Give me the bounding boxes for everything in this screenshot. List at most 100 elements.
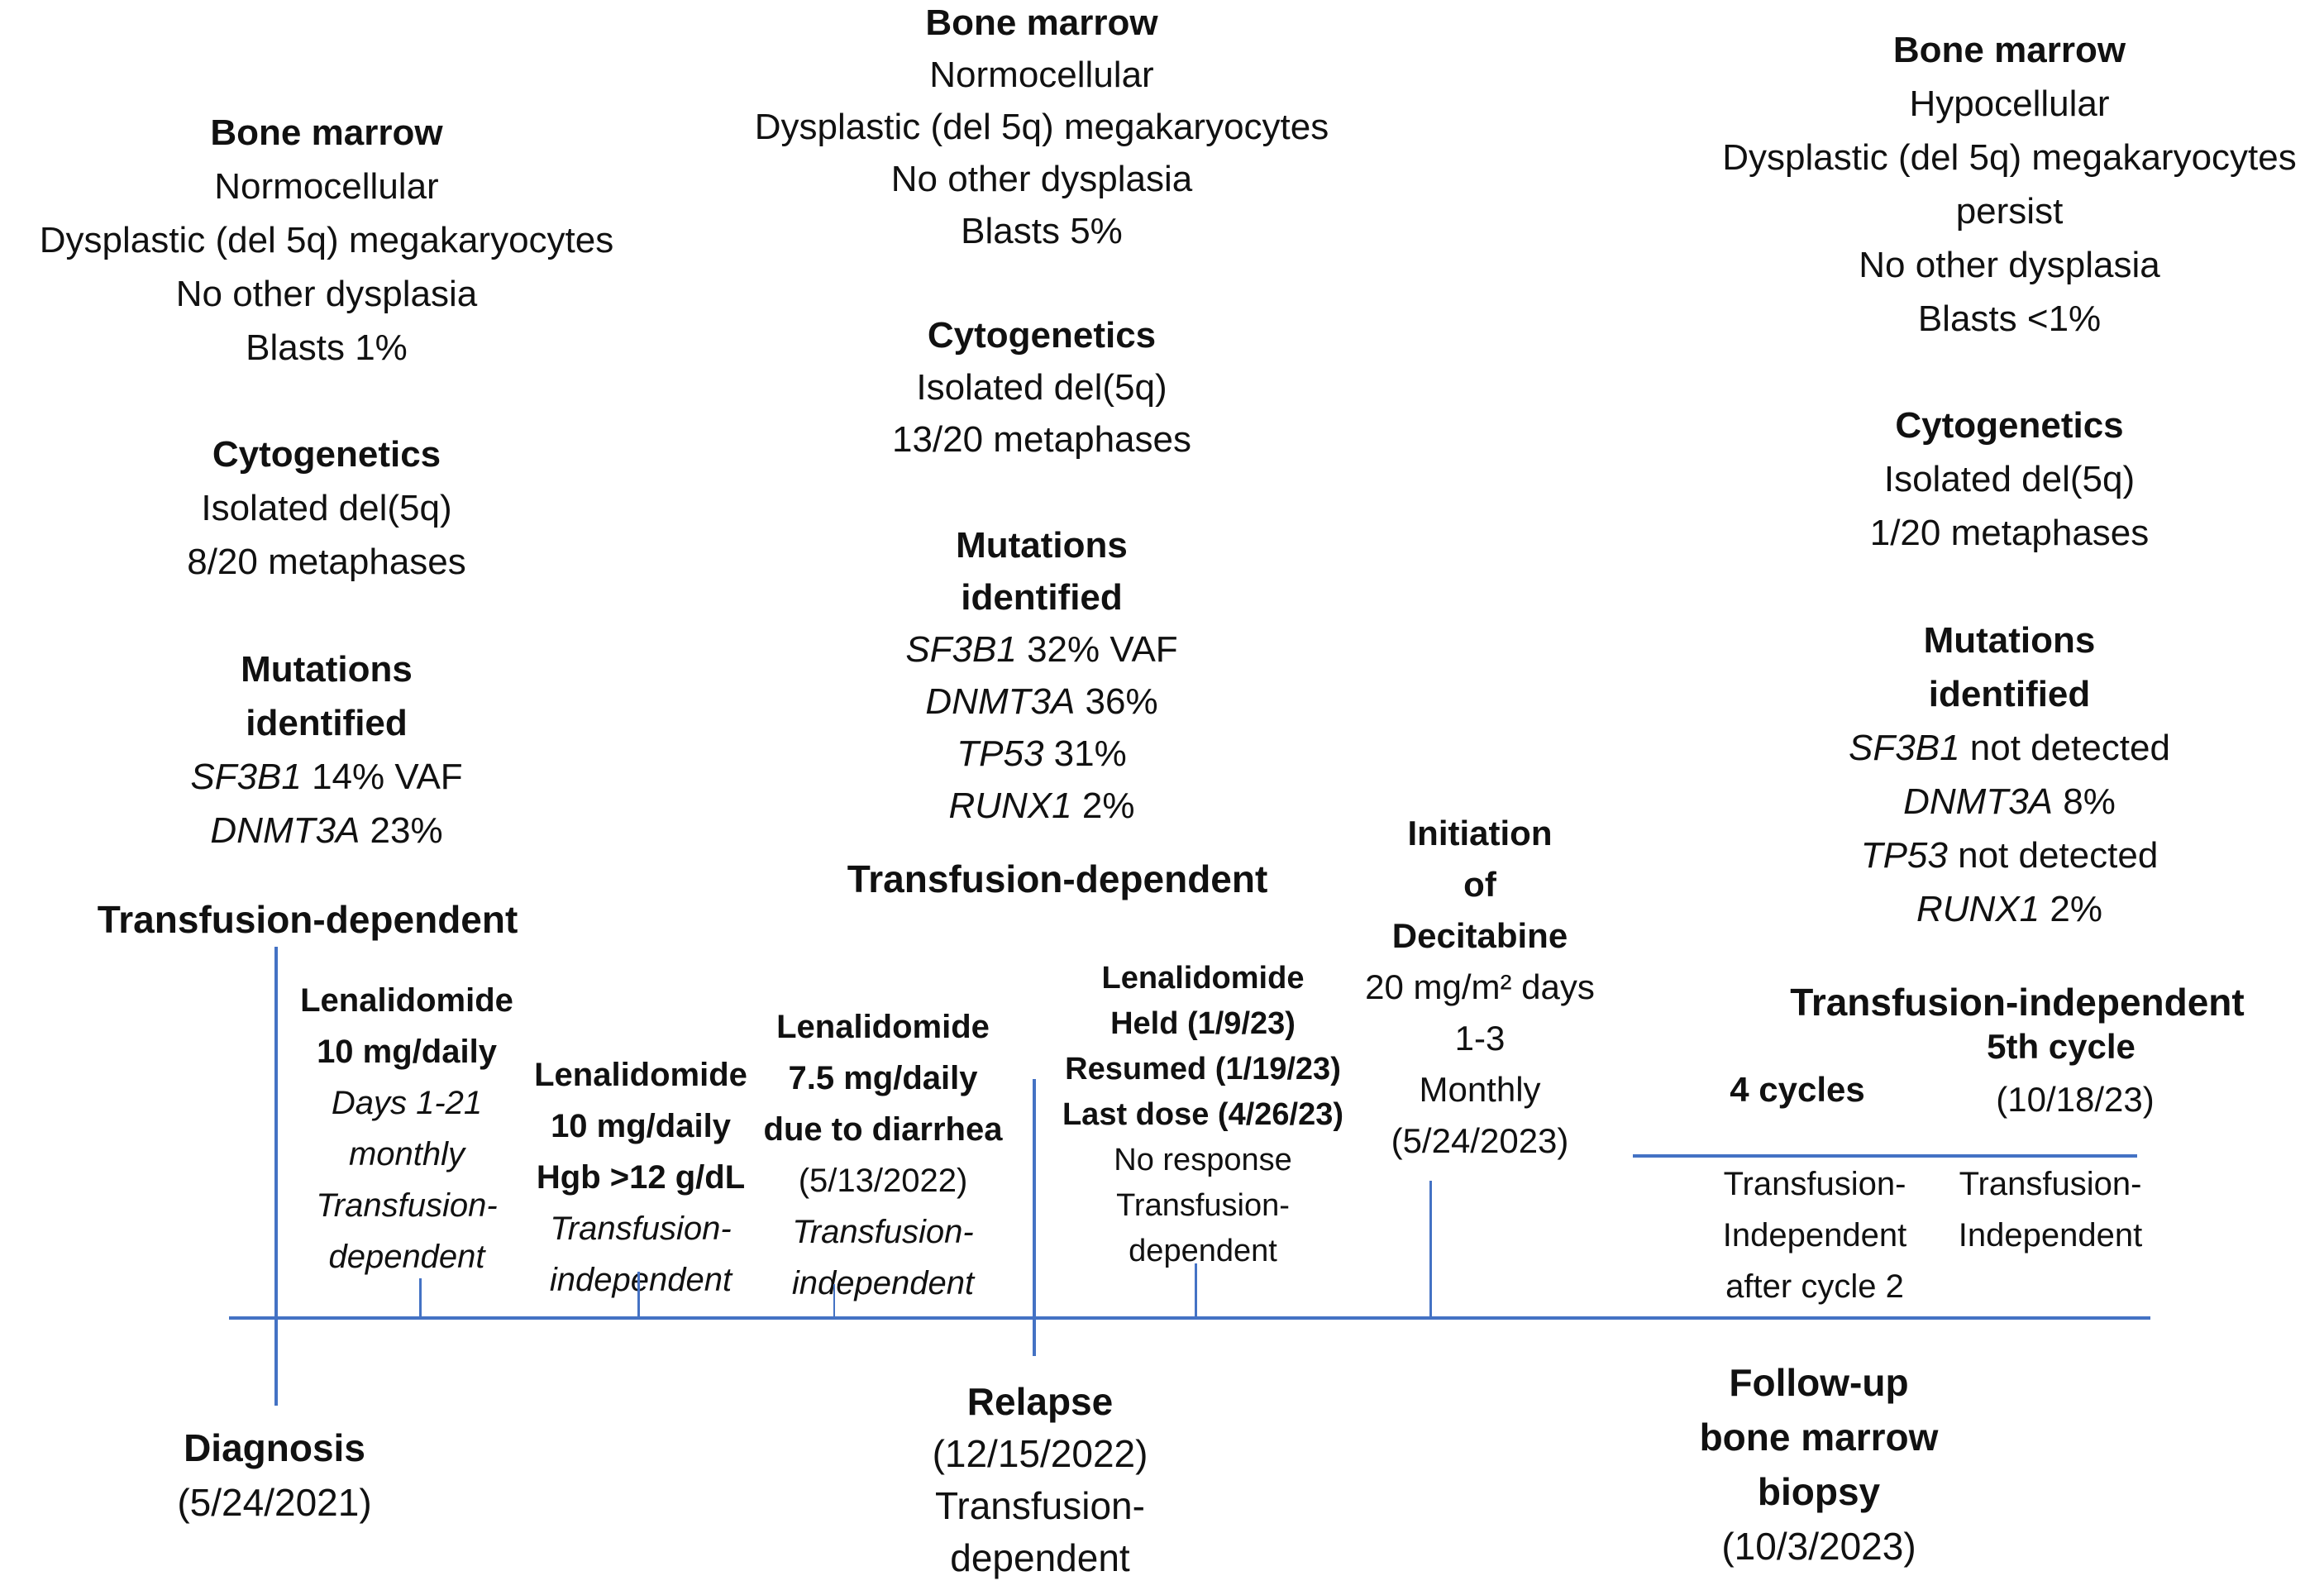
event-date: (12/15/2022) <box>932 1432 1148 1475</box>
bone-marrow-line: Normocellular <box>214 166 439 207</box>
treatment-line: Decitabine <box>1391 916 1568 955</box>
event-date: (5/24/2021) <box>177 1481 372 1524</box>
treatment-line: independent <box>791 1265 975 1301</box>
treatment-line: Transfusion- <box>550 1211 732 1247</box>
followup-mutations-block: Mutations identified SF3B1 not detected … <box>1695 614 2324 936</box>
fifth-cycle-text: 5th cycle <box>1987 1027 2136 1066</box>
bone-marrow-line: Dysplastic (del 5q) megakaryocytes <box>39 220 614 260</box>
mutations-title: Mutations <box>956 525 1128 566</box>
status-text: Transfusion-dependent <box>97 898 518 941</box>
timeline-axis <box>229 1316 2150 1320</box>
status-text: Transfusion-dependent <box>847 857 1268 900</box>
cytogenetics-title: Cytogenetics <box>1895 405 2124 446</box>
diagnosis-bone-marrow-block: Bone marrow Normocellular Dysplastic (de… <box>0 106 653 375</box>
diagnosis-marker-line <box>274 947 278 1406</box>
cytogenetics-line: 1/20 metaphases <box>1869 513 2150 553</box>
gene-name: DNMT3A <box>925 681 1076 722</box>
gene-name: SF3B1 <box>905 629 1017 670</box>
treatment-line: 7.5 mg/daily <box>788 1060 978 1096</box>
lenalidomide-stop-tick <box>1195 1263 1197 1318</box>
treatment-line: Transfusion- <box>792 1214 974 1250</box>
treatment-line: Transfusion- <box>316 1187 498 1224</box>
mutation-entry: DNMT3A 8% <box>1695 775 2324 829</box>
treatment-line: Lenalidomide <box>1101 961 1305 996</box>
treatment-line: Initiation <box>1407 814 1553 852</box>
bone-marrow-title: Bone marrow <box>1892 30 2126 70</box>
treatment-line: Last dose (4/26/23) <box>1062 1097 1344 1132</box>
bone-marrow-title: Bone marrow <box>925 2 1158 43</box>
mutations-title: Mutations <box>241 649 413 690</box>
lenalidomide-stop-block: Lenalidomide Held (1/9/23) Resumed (1/19… <box>1038 956 1368 1274</box>
treatment-line: dependent <box>1129 1234 1277 1268</box>
relapse-status-heading: Transfusion-dependent <box>768 854 1347 904</box>
bone-marrow-line: Blasts 1% <box>246 327 408 368</box>
event-date: (10/3/2023) <box>1721 1525 1916 1568</box>
mutation-entry: SF3B1 14% VAF <box>0 750 653 804</box>
bone-marrow-line: Normocellular <box>929 55 1154 95</box>
gene-value: 14% VAF <box>301 757 463 797</box>
decitabine-marker-line <box>1429 1181 1432 1318</box>
lenalidomide-reduced-block: Lenalidomide 7.5 mg/daily due to diarrhe… <box>742 1001 1024 1309</box>
diagnosis-status-heading: Transfusion-dependent <box>0 895 615 944</box>
bone-marrow-line: Blasts 5% <box>961 211 1123 251</box>
treatment-line: Resumed (1/19/23) <box>1065 1052 1341 1086</box>
treatment-line: (5/24/2023) <box>1391 1121 1569 1160</box>
response-line: Independent <box>1958 1217 2143 1254</box>
treatment-line: Lenalidomide <box>776 1009 990 1045</box>
event-title: Follow-up <box>1729 1361 1909 1404</box>
mutations-title: identified <box>1928 674 2091 714</box>
treatment-line: No response <box>1114 1143 1292 1177</box>
gene-value: not detected <box>1947 835 2159 876</box>
cytogenetics-line: 13/20 metaphases <box>891 419 1192 460</box>
bone-marrow-line: Dysplastic (del 5q) megakaryocytes <box>1722 137 2297 178</box>
lenalidomide-response-block: Lenalidomide 10 mg/daily Hgb >12 g/dL Tr… <box>517 1049 765 1306</box>
response-line: after cycle 2 <box>1725 1268 1904 1305</box>
treatment-line: Transfusion- <box>1116 1188 1290 1223</box>
mutation-entry: TP53 not detected <box>1695 829 2324 882</box>
followup-bone-marrow-block: Bone marrow Hypocellular Dysplastic (del… <box>1695 23 2324 346</box>
treatment-line: due to diarrhea <box>763 1111 1003 1148</box>
gene-value: not detected <box>1959 728 2170 768</box>
treatment-line: dependent <box>328 1239 485 1275</box>
mutation-entry: DNMT3A 23% <box>0 804 653 857</box>
treatment-line: 1-3 <box>1454 1019 1506 1058</box>
fifth-cycle-date-text: (10/18/23) <box>1996 1080 2155 1119</box>
response-line: Independent <box>1722 1217 1907 1254</box>
status-text: Transfusion-independent <box>1790 981 2245 1024</box>
bone-marrow-line: persist <box>1955 191 2064 232</box>
lenalidomide-response-tick <box>637 1272 640 1318</box>
treatment-line: Monthly <box>1419 1070 1541 1109</box>
gene-name: SF3B1 <box>190 757 302 797</box>
mutation-entry: RUNX1 2% <box>728 780 1356 832</box>
cytogenetics-title: Cytogenetics <box>927 315 1157 356</box>
gene-name: TP53 <box>1860 835 1948 876</box>
diagnosis-cytogenetics-block: Cytogenetics Isolated del(5q) 8/20 metap… <box>0 427 653 589</box>
four-cycles-text: 4 cycles <box>1730 1070 1865 1109</box>
treatment-line: Hgb >12 g/dL <box>536 1159 746 1196</box>
mutations-title: identified <box>961 577 1123 618</box>
bone-marrow-line: No other dysplasia <box>1859 245 2160 285</box>
relapse-marker-line <box>1033 1079 1036 1356</box>
treatment-line: Lenalidomide <box>300 982 513 1019</box>
gene-value: 36% <box>1075 681 1158 722</box>
cytogenetics-line: 8/20 metaphases <box>187 542 466 582</box>
treatment-line: 10 mg/daily <box>317 1034 497 1070</box>
bone-marrow-line: Blasts <1% <box>1917 298 2102 339</box>
gene-name: SF3B1 <box>1849 728 1960 768</box>
event-title: Relapse <box>966 1380 1114 1423</box>
mutation-entry: SF3B1 32% VAF <box>728 623 1356 676</box>
lenalidomide-reduced-tick <box>833 1284 835 1318</box>
mutations-title: Mutations <box>1923 620 2096 661</box>
cytogenetics-title: Cytogenetics <box>212 434 441 475</box>
response-fifth-cycle-block: Transfusion- Independent <box>1926 1158 2174 1261</box>
event-title: bone marrow <box>1699 1416 1939 1459</box>
gene-name: RUNX1 <box>948 786 1072 826</box>
diagnosis-event-block: Diagnosis (5/24/2021) <box>109 1421 440 1530</box>
mutation-entry: SF3B1 not detected <box>1695 721 2324 775</box>
diagnosis-mutations-block: Mutations identified SF3B1 14% VAF DNMT3… <box>0 642 653 857</box>
gene-name: DNMT3A <box>1903 781 2054 822</box>
treatment-line: independent <box>549 1262 733 1298</box>
fifth-cycle-date: (10/18/23) <box>1951 1078 2199 1121</box>
relapse-cytogenetics-block: Cytogenetics Isolated del(5q) 13/20 meta… <box>728 309 1356 466</box>
followup-status-heading: Transfusion-independent <box>1736 977 2298 1027</box>
